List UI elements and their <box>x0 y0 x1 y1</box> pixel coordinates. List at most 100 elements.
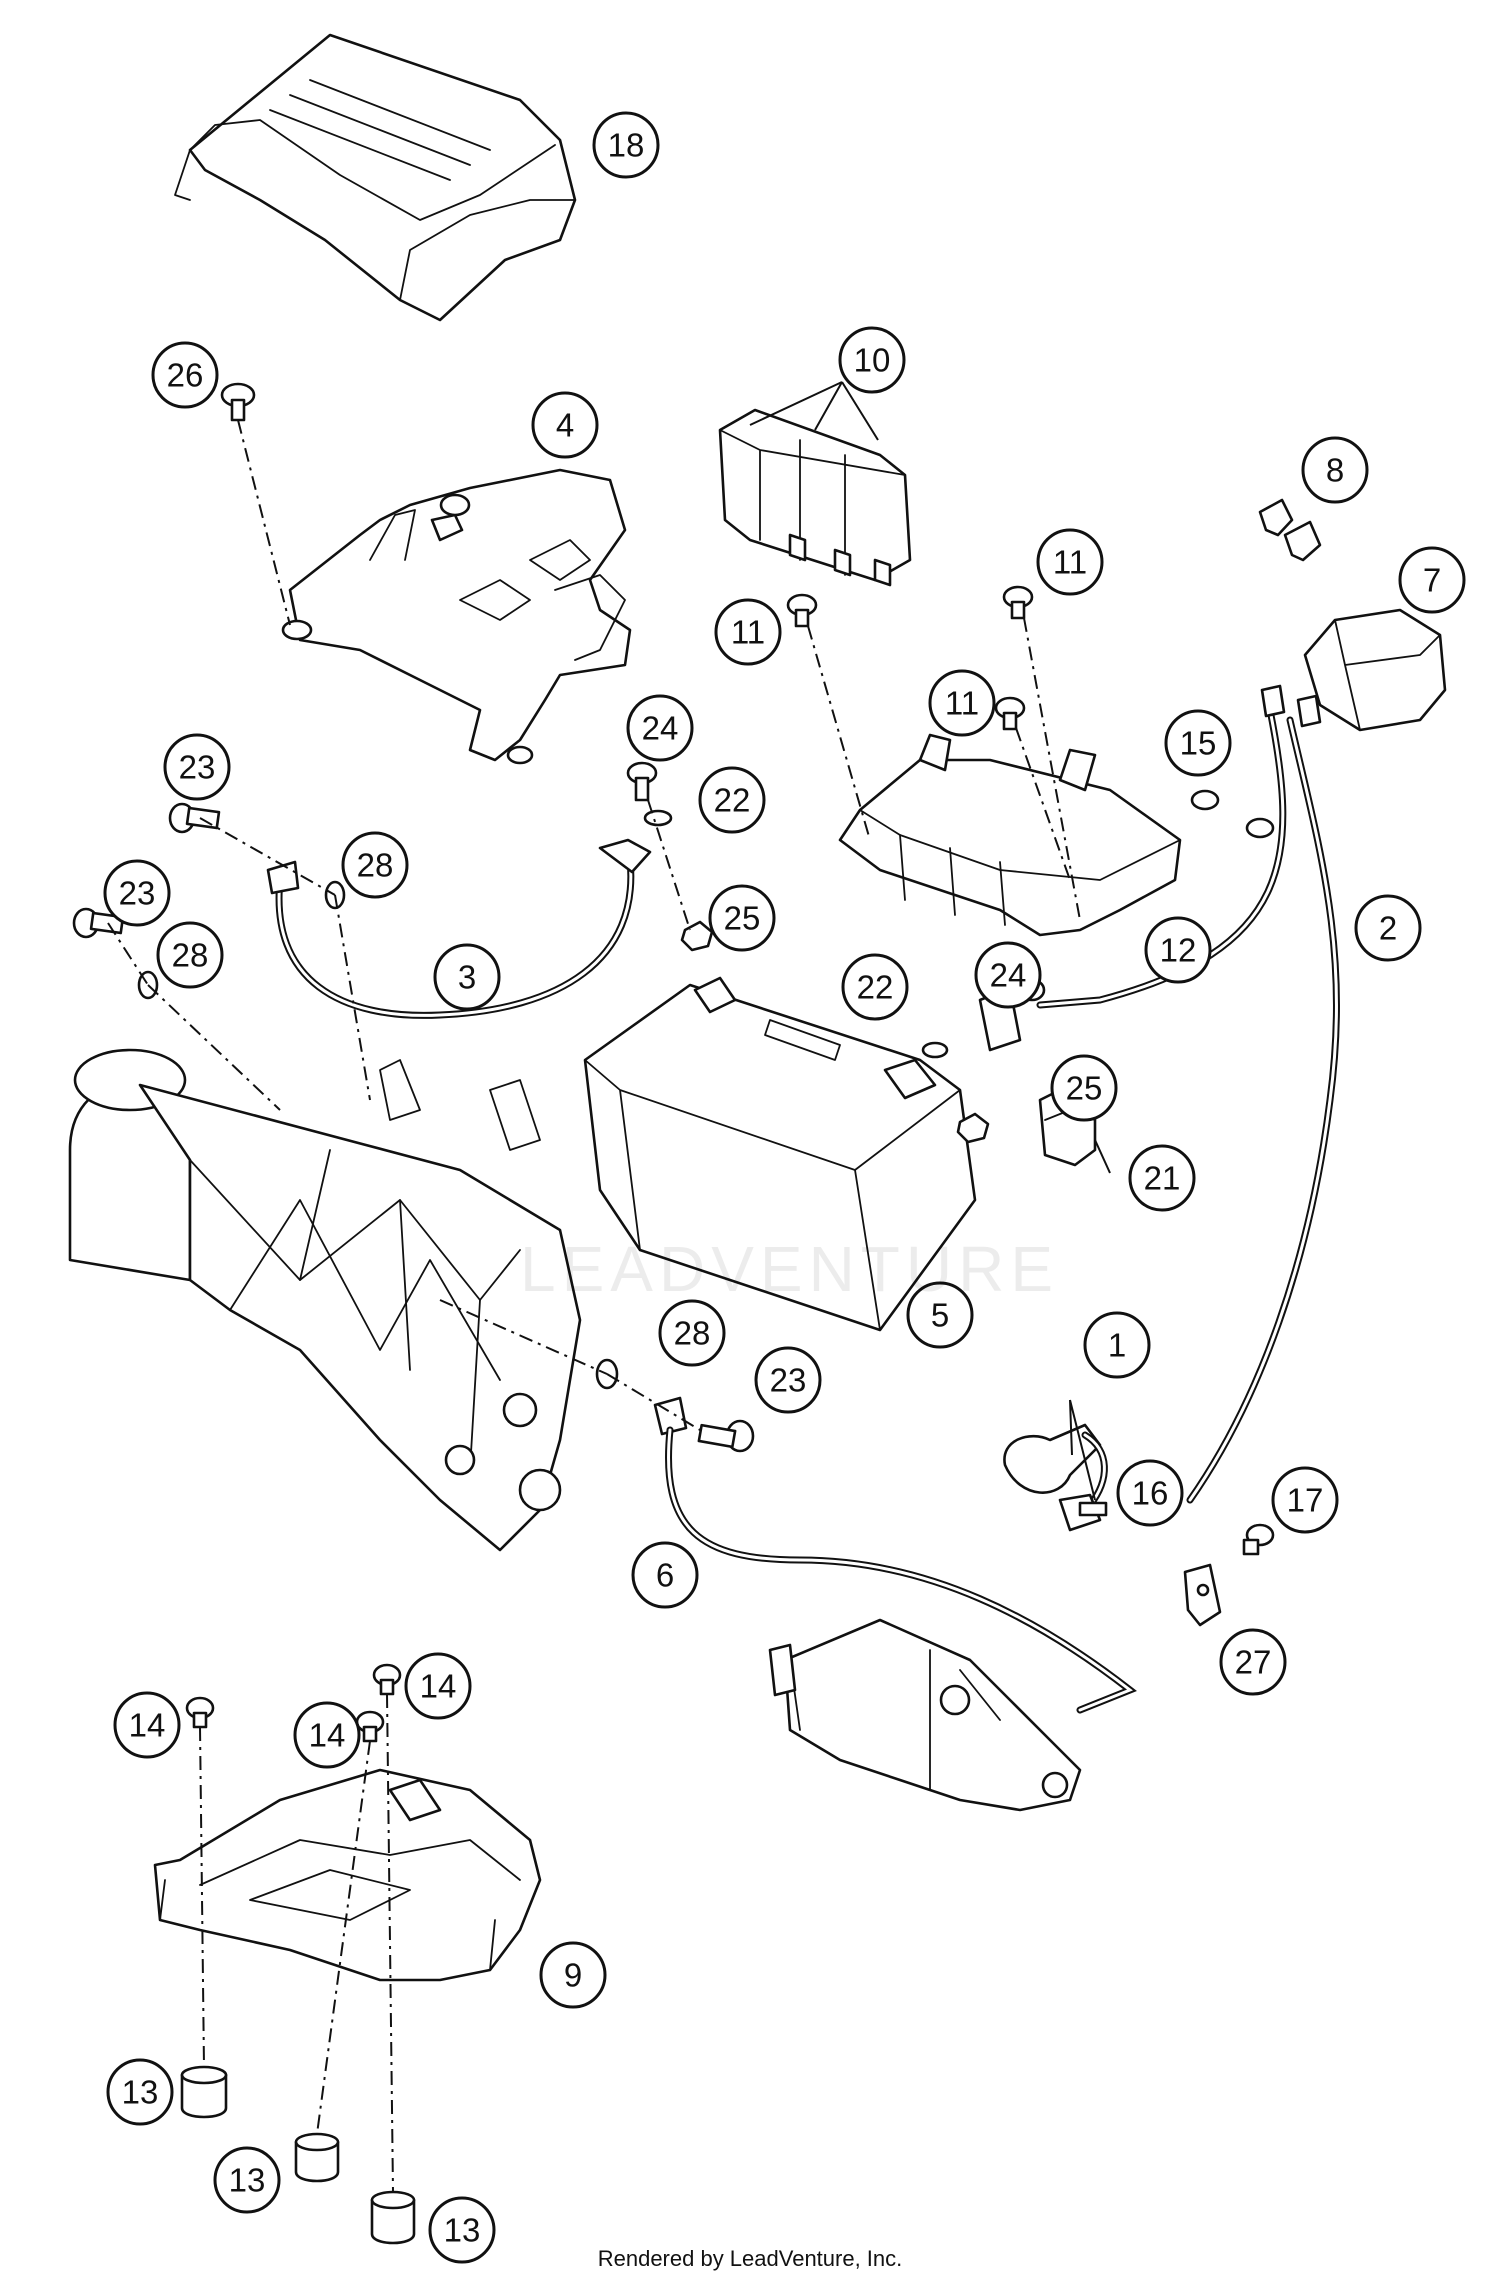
callout-circle <box>658 1299 726 1367</box>
callout-circle <box>106 2058 174 2126</box>
callout-number: 28 <box>172 937 209 974</box>
callout-7: 7 <box>1398 546 1466 614</box>
part-9-tray <box>153 1768 542 1982</box>
callout-number: 1 <box>1108 1327 1126 1364</box>
footer-credit: Rendered by LeadVenture, Inc. <box>597 2246 903 2271</box>
callout-circle <box>433 943 501 1011</box>
callout-circle <box>163 733 231 801</box>
part-2-cable <box>1036 684 1340 1504</box>
callout-number: 23 <box>179 749 216 786</box>
callout-number: 24 <box>642 710 679 747</box>
callout-number: 22 <box>714 782 751 819</box>
callout-number: 15 <box>1180 725 1217 762</box>
callout-number: 14 <box>420 1668 457 1705</box>
part-12-fuse-holder <box>838 733 1182 937</box>
callout-circle <box>1116 1459 1184 1527</box>
callout-circle <box>1219 1628 1287 1696</box>
callout-3: 3 <box>433 943 501 1011</box>
callout-circle <box>293 1701 361 1769</box>
part-8-fuses <box>1258 498 1322 562</box>
callout-number: 23 <box>770 1362 807 1399</box>
part-18-cover <box>174 33 577 322</box>
callout-11: 11 <box>1036 528 1104 596</box>
callout-circle <box>698 766 766 834</box>
fastener-bracket-screw <box>439 493 471 517</box>
callout-number: 6 <box>656 1557 674 1594</box>
frame <box>68 1048 582 1552</box>
callout-27: 27 <box>1219 1628 1287 1696</box>
nut-25-top <box>680 920 714 952</box>
leader-lines <box>749 381 1111 1501</box>
callout-number: 2 <box>1379 910 1397 947</box>
callout-11: 11 <box>928 669 996 737</box>
fastener-11b <box>1002 585 1034 620</box>
callout-5: 5 <box>906 1281 974 1349</box>
callout-number: 24 <box>990 957 1027 994</box>
callout-circle <box>928 669 996 737</box>
callout-2: 2 <box>1354 894 1422 962</box>
callout-21: 21 <box>1128 1144 1196 1212</box>
callout-circle <box>1271 1466 1339 1534</box>
rubber-mount-13-a <box>180 2065 228 2119</box>
callout-number: 14 <box>129 1707 166 1744</box>
callout-28: 28 <box>341 831 409 899</box>
callout-23: 23 <box>103 859 171 927</box>
callout-number: 12 <box>1160 932 1197 969</box>
callout-circle <box>708 884 776 952</box>
callout-12: 12 <box>1144 916 1212 984</box>
callout-8: 8 <box>1301 436 1369 504</box>
callout-number: 18 <box>608 127 645 164</box>
callout-circle <box>974 941 1042 1009</box>
callout-circle <box>631 1541 699 1609</box>
callout-13: 13 <box>213 2146 281 2214</box>
callout-circle <box>1083 1311 1151 1379</box>
callout-number: 21 <box>1144 1160 1181 1197</box>
callout-circle <box>113 1691 181 1759</box>
callout-circle <box>151 341 219 409</box>
callout-number: 22 <box>857 969 894 1006</box>
callout-number: 13 <box>122 2074 159 2111</box>
part-5-battery <box>583 976 977 1332</box>
callout-14: 14 <box>404 1652 472 1720</box>
callout-number: 11 <box>1053 544 1087 581</box>
callout-circle <box>531 391 599 459</box>
callout-circle <box>156 921 224 989</box>
callout-number: 7 <box>1423 562 1441 599</box>
callout-circle <box>626 694 694 762</box>
callout-number: 27 <box>1235 1644 1272 1681</box>
callout-number: 3 <box>458 959 476 996</box>
callout-23: 23 <box>754 1346 822 1414</box>
fastener-15 <box>1190 789 1275 839</box>
part-10-relays <box>718 408 912 587</box>
callout-13: 13 <box>106 2058 174 2126</box>
part-27-bracket <box>1183 1563 1222 1627</box>
fastener-17 <box>1242 1523 1275 1556</box>
fastener-24-top <box>626 761 658 802</box>
callout-number: 9 <box>564 1957 582 1994</box>
callout-circle <box>103 859 171 927</box>
callout-circle <box>213 2146 281 2214</box>
callout-number: 26 <box>167 357 204 394</box>
callout-13: 13 <box>428 2196 496 2264</box>
fastener-26 <box>220 382 256 422</box>
fastener-11c <box>994 696 1026 731</box>
callout-24: 24 <box>974 941 1042 1009</box>
callout-circle <box>404 1652 472 1720</box>
callout-28: 28 <box>658 1299 726 1367</box>
callout-number: 23 <box>119 875 156 912</box>
callout-25: 25 <box>1050 1054 1118 1122</box>
starter-motor <box>768 1618 1082 1812</box>
callout-circle <box>592 111 660 179</box>
callout-number: 14 <box>309 1717 346 1754</box>
callout-14: 14 <box>293 1701 361 1769</box>
callout-circle <box>714 598 782 666</box>
callout-number: 28 <box>357 847 394 884</box>
callout-circle <box>1144 916 1212 984</box>
callout-circle <box>841 953 909 1021</box>
callout-4: 4 <box>531 391 599 459</box>
callout-circle <box>428 2196 496 2264</box>
callout-circle <box>754 1346 822 1414</box>
callout-circle <box>1398 546 1466 614</box>
screw-14-b <box>372 1663 402 1696</box>
